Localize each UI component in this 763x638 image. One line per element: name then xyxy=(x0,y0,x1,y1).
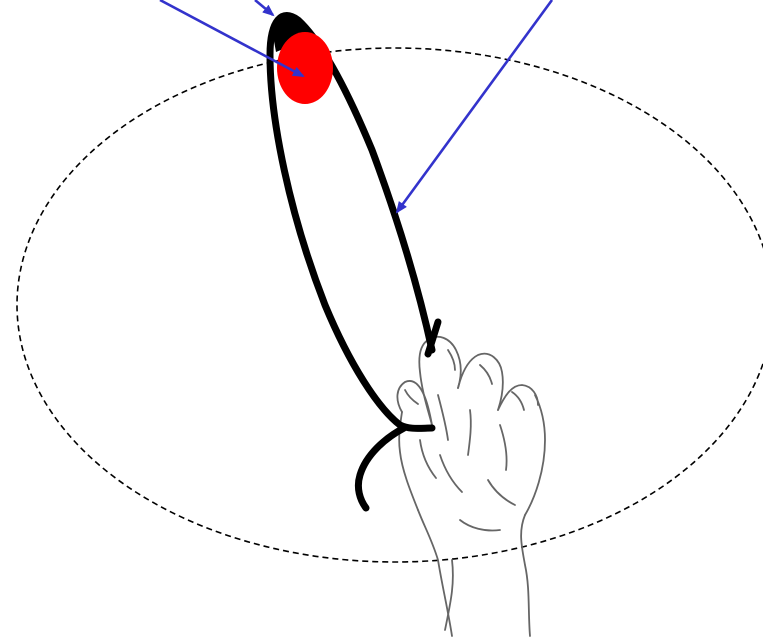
hand-icon xyxy=(397,337,545,636)
arrow-to-string xyxy=(397,0,552,212)
arrow-to-loop-tip xyxy=(255,0,273,15)
orbit-path xyxy=(17,48,763,562)
